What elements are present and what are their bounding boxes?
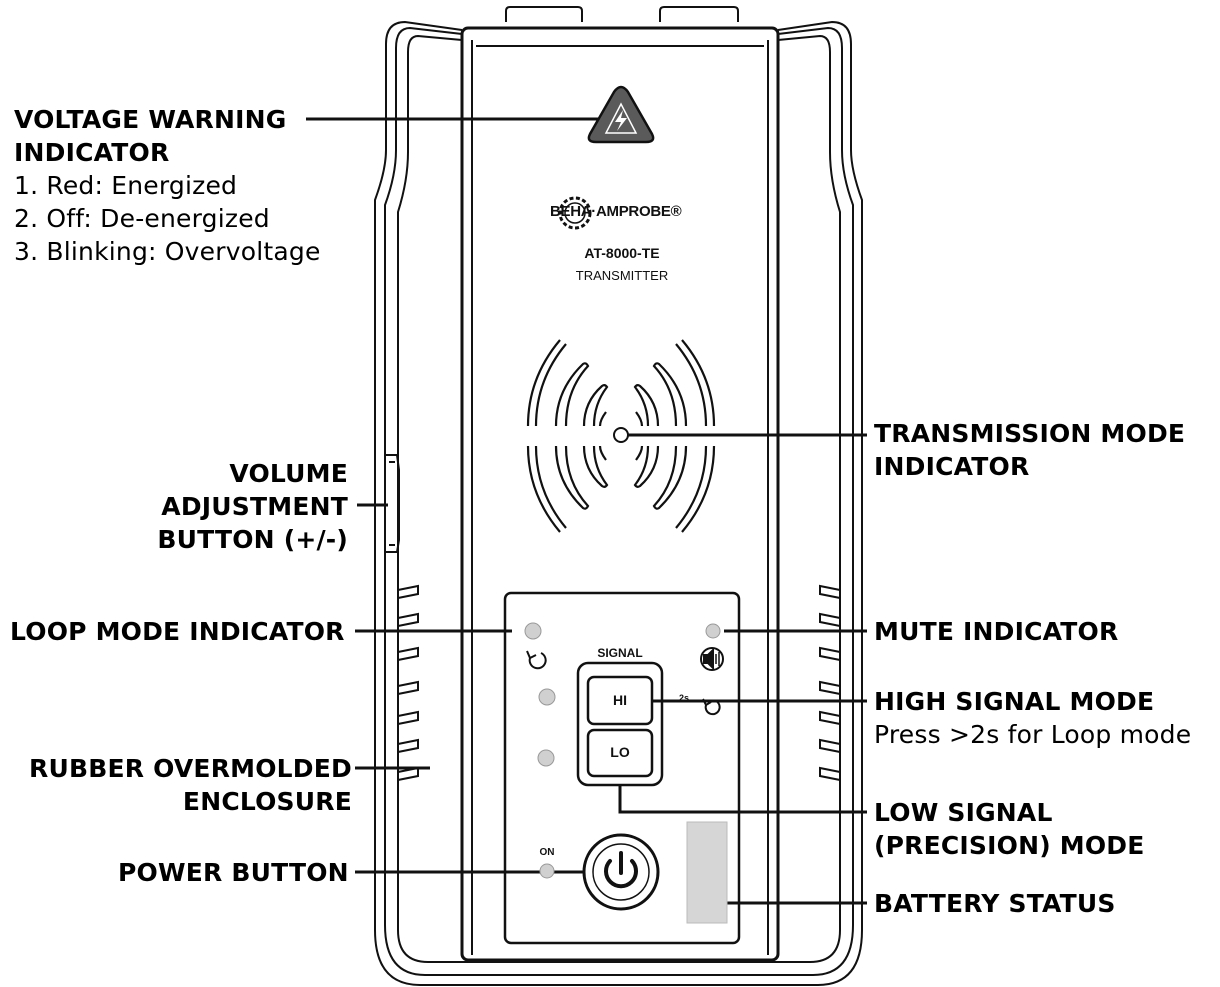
voltage-warning-item: 1. Red: Energized bbox=[14, 171, 238, 200]
voltage-warning-item: 2. Off: De-energized bbox=[14, 204, 270, 233]
rubber-line-2: ENCLOSURE bbox=[182, 787, 352, 816]
brand-logo-icon bbox=[558, 196, 592, 230]
lo-button-label: LO bbox=[610, 744, 630, 760]
model-name: AT-8000-TE bbox=[584, 245, 660, 261]
mute-led bbox=[705, 623, 721, 639]
brand-logo-text: BEHA·AMPROBE® bbox=[550, 203, 682, 220]
loop-mode-led bbox=[524, 622, 542, 640]
volume-button-shape bbox=[386, 454, 400, 553]
rubber-enclosure-outline bbox=[374, 20, 863, 986]
low-signal-callout: LOW SIGNAL (PRECISION) MODE bbox=[874, 796, 1145, 862]
hi-button bbox=[586, 675, 654, 726]
control-panel bbox=[503, 591, 741, 945]
lightning-icon bbox=[615, 110, 627, 131]
signal-label: SIGNAL bbox=[597, 646, 643, 660]
mute-callout: MUTE INDICATOR bbox=[874, 617, 1119, 646]
grip-ribs-left bbox=[397, 584, 419, 781]
grip-ribs-right bbox=[819, 584, 841, 781]
power-button-callout: POWER BUTTON bbox=[118, 858, 349, 887]
voltage-warning-item: 3. Blinking: Overvoltage bbox=[14, 237, 321, 266]
voltage-warning-title: VOLTAGE WARNING bbox=[14, 105, 287, 134]
transmission-mode-led bbox=[613, 427, 629, 443]
volume-callout: VOLUME ADJUSTMENT BUTTON (+/-) bbox=[157, 457, 348, 556]
high-signal-title: HIGH SIGNAL MODE bbox=[874, 687, 1155, 716]
rubber-enclosure-inner-right bbox=[777, 26, 854, 976]
loop-hint-label: 2s bbox=[678, 693, 689, 703]
leader-low-signal bbox=[618, 785, 867, 814]
loop-icon bbox=[526, 650, 547, 670]
rubber-enclosure-callout: RUBBER OVERMOLDED ENCLOSURE bbox=[29, 752, 352, 818]
top-tab-right bbox=[659, 6, 739, 22]
low-signal-line-1: LOW SIGNAL bbox=[874, 798, 1053, 827]
device-type: TRANSMITTER bbox=[575, 268, 669, 283]
transmission-line-2: INDICATOR bbox=[874, 452, 1030, 481]
rubber-line-1: RUBBER OVERMOLDED bbox=[29, 754, 352, 783]
battery-status-window bbox=[686, 821, 728, 924]
transmission-arcs bbox=[526, 339, 716, 533]
hi-button-label: HI bbox=[613, 692, 627, 708]
low-signal-line-2: (PRECISION) MODE bbox=[874, 831, 1145, 860]
power-led bbox=[539, 863, 555, 879]
voltage-warning-callout: VOLTAGE WARNING INDICATOR 1. Red: Energi… bbox=[14, 103, 321, 268]
high-signal-callout: HIGH SIGNAL MODE Press >2s for Loop mode bbox=[874, 685, 1191, 751]
lo-button bbox=[586, 728, 654, 778]
rubber-enclosure-groove-left bbox=[397, 34, 463, 963]
mute-icon bbox=[700, 647, 724, 671]
battery-callout: BATTERY STATUS bbox=[874, 889, 1116, 918]
loop-mode-callout: LOOP MODE INDICATOR bbox=[10, 617, 345, 646]
top-tab-left bbox=[505, 6, 583, 22]
power-button-inner bbox=[592, 843, 650, 901]
rubber-enclosure-inner-left bbox=[384, 26, 463, 976]
lo-mode-led bbox=[537, 749, 555, 767]
front-panel bbox=[460, 26, 780, 962]
volume-line-1: VOLUME bbox=[229, 459, 348, 488]
on-label: ON bbox=[539, 847, 555, 858]
volume-line-3: BUTTON (+/-) bbox=[157, 525, 348, 554]
transmission-line-1: TRANSMISSION MODE bbox=[874, 419, 1186, 448]
high-signal-note: Press >2s for Loop mode bbox=[874, 720, 1192, 749]
volume-line-2: ADJUSTMENT bbox=[161, 492, 348, 521]
rubber-enclosure-groove-right bbox=[777, 34, 841, 963]
power-icon bbox=[604, 851, 638, 889]
hi-mode-led bbox=[538, 688, 556, 706]
transmission-callout: TRANSMISSION MODE INDICATOR bbox=[874, 417, 1185, 483]
volume-button-ridges bbox=[389, 461, 395, 546]
voltage-warning-title-2: INDICATOR bbox=[14, 138, 170, 167]
voltage-warning-indicator bbox=[587, 85, 655, 144]
